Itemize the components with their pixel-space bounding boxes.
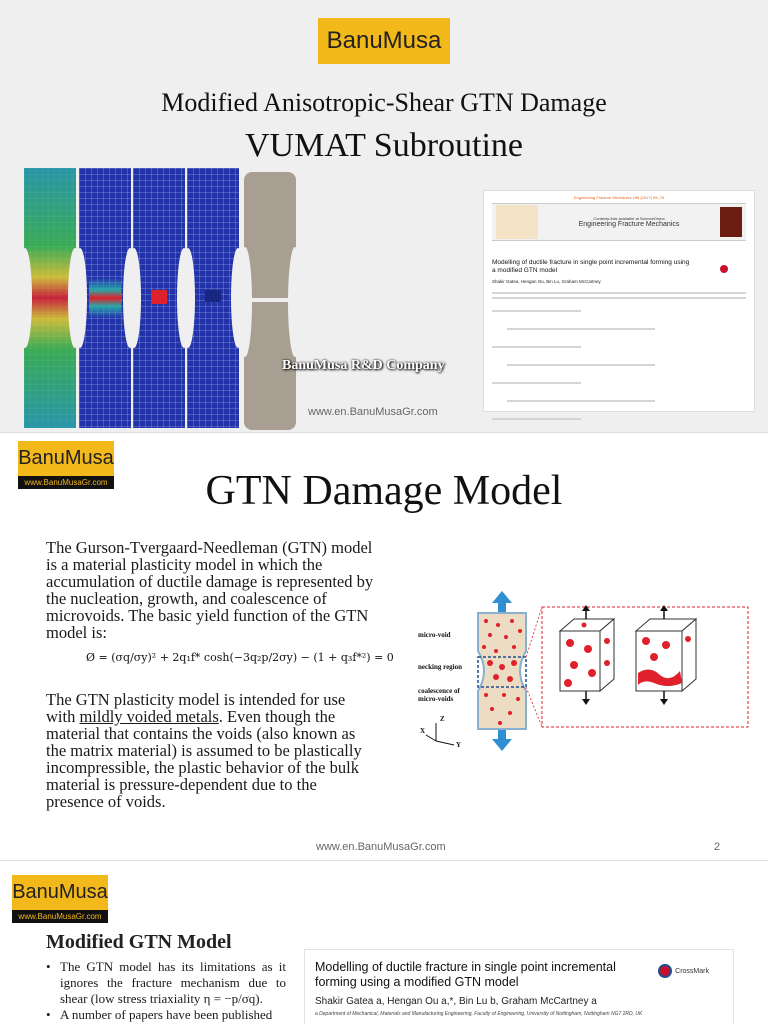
paper-title: Modelling of ductile fracture in single …	[315, 960, 616, 989]
paper-title: Modelling of ductile fracture in single …	[492, 259, 690, 275]
journal-cover	[720, 207, 742, 237]
logo-name: BanuMusa	[18, 447, 114, 469]
slide-3: BanuMusa www.BanuMusaGr.com Modified GTN…	[0, 860, 768, 1024]
axis-x-label: X	[420, 727, 426, 735]
crossmark-badge: CrossMark	[658, 964, 709, 978]
fe-contour-plot-2	[79, 168, 131, 428]
bullet-item: The GTN model has its limitations as it …	[46, 959, 286, 1007]
journal-citation: Engineering Fracture Mechanics 186 (2017…	[573, 195, 665, 200]
contents-line: Contents lists available at ScienceDirec…	[593, 216, 665, 221]
paragraph-text-start: The GTN plasticity model is intended for…	[46, 690, 346, 726]
fe-contour-plot-1	[24, 168, 76, 428]
necking-region-label: necking region	[418, 663, 463, 671]
fe-contour-plot-3	[133, 168, 185, 428]
logo-url: www.BanuMusaGr.com	[12, 910, 108, 923]
website-url[interactable]: www.en.BanuMusaGr.com	[316, 841, 446, 853]
elsevier-logo	[496, 205, 538, 239]
paper-authors: Shakir Gatea a, Hengan Ou a,*, Bin Lu b,…	[315, 996, 597, 1007]
bullet-list: The GTN model has its limitations as it …	[46, 959, 286, 1023]
slide-3-heading: Modified GTN Model	[46, 931, 232, 953]
axis-z-label: Z	[440, 715, 445, 723]
journal-header: Contents lists available at ScienceDirec…	[492, 203, 746, 241]
paper-affiliation: a Department of Mechanical, Materials an…	[315, 1011, 643, 1017]
gtn-description: The Gurson-Tvergaard-Needleman (GTN) mod…	[46, 538, 374, 642]
company-label: BanuMusa R&D Company	[282, 358, 445, 373]
page-number: 2	[714, 841, 721, 853]
slide-1: BanuMusa Modified Anisotropic-Shear GTN …	[0, 0, 768, 432]
axis-y-label: Y	[456, 741, 462, 749]
paper-thumbnail: Engineering Fracture Mechanics 186 (2017…	[483, 190, 755, 420]
micro-void-diagram	[425, 591, 749, 751]
banumusa-logo: BanuMusa www.BanuMusaGr.com	[18, 441, 114, 489]
paragraph-text-end: . Even though the material that contains…	[46, 707, 362, 811]
crossmark-label: CrossMark	[675, 967, 709, 975]
abstract-text-lines	[492, 291, 746, 432]
paper-authors: Shakir Gatea, Hengan Ou, Bin Lu, Graham …	[492, 278, 601, 284]
coalescence-label: coalescence of micro-voids	[418, 687, 460, 703]
micro-void-label: micro-void	[418, 631, 451, 639]
bullet-item: A number of papers have been published	[46, 1007, 286, 1023]
banumusa-logo: BanuMusa	[318, 18, 450, 64]
fractured-specimen-photo	[244, 172, 296, 430]
gtn-yield-function: Ø = (σq/σy)² + 2q₁f* cosh(−3q₂p/2σy) − (…	[86, 651, 394, 664]
mildly-voided-metals-link: mildly voided metals	[79, 707, 219, 726]
banumusa-logo: BanuMusa www.BanuMusaGr.com	[12, 875, 108, 923]
gtn-micro-void-figure: micro-void necking region coalescence of…	[414, 591, 754, 751]
slide-1-title-line-2: VUMAT Subroutine	[245, 127, 523, 164]
slide-2: BanuMusa www.BanuMusaGr.com GTN Damage M…	[0, 432, 768, 860]
slide-1-title-line-1: Modified Anisotropic-Shear GTN Damage	[161, 88, 607, 117]
logo-name: BanuMusa	[12, 881, 108, 903]
slide-2-title: GTN Damage Model	[205, 468, 563, 514]
journal-name: Engineering Fracture Mechanics	[578, 221, 680, 228]
logo-url: www.BanuMusaGr.com	[18, 476, 114, 489]
website-url[interactable]: www.en.BanuMusaGr.com	[308, 406, 438, 418]
fe-contour-plot-4	[187, 168, 239, 428]
gtn-plasticity-paragraph: The GTN plasticity model is intended for…	[46, 691, 374, 810]
crossmark-icon	[658, 964, 673, 978]
paper-excerpt: Modelling of ductile fracture in single …	[304, 949, 734, 1024]
crossmark-icon	[720, 265, 728, 273]
